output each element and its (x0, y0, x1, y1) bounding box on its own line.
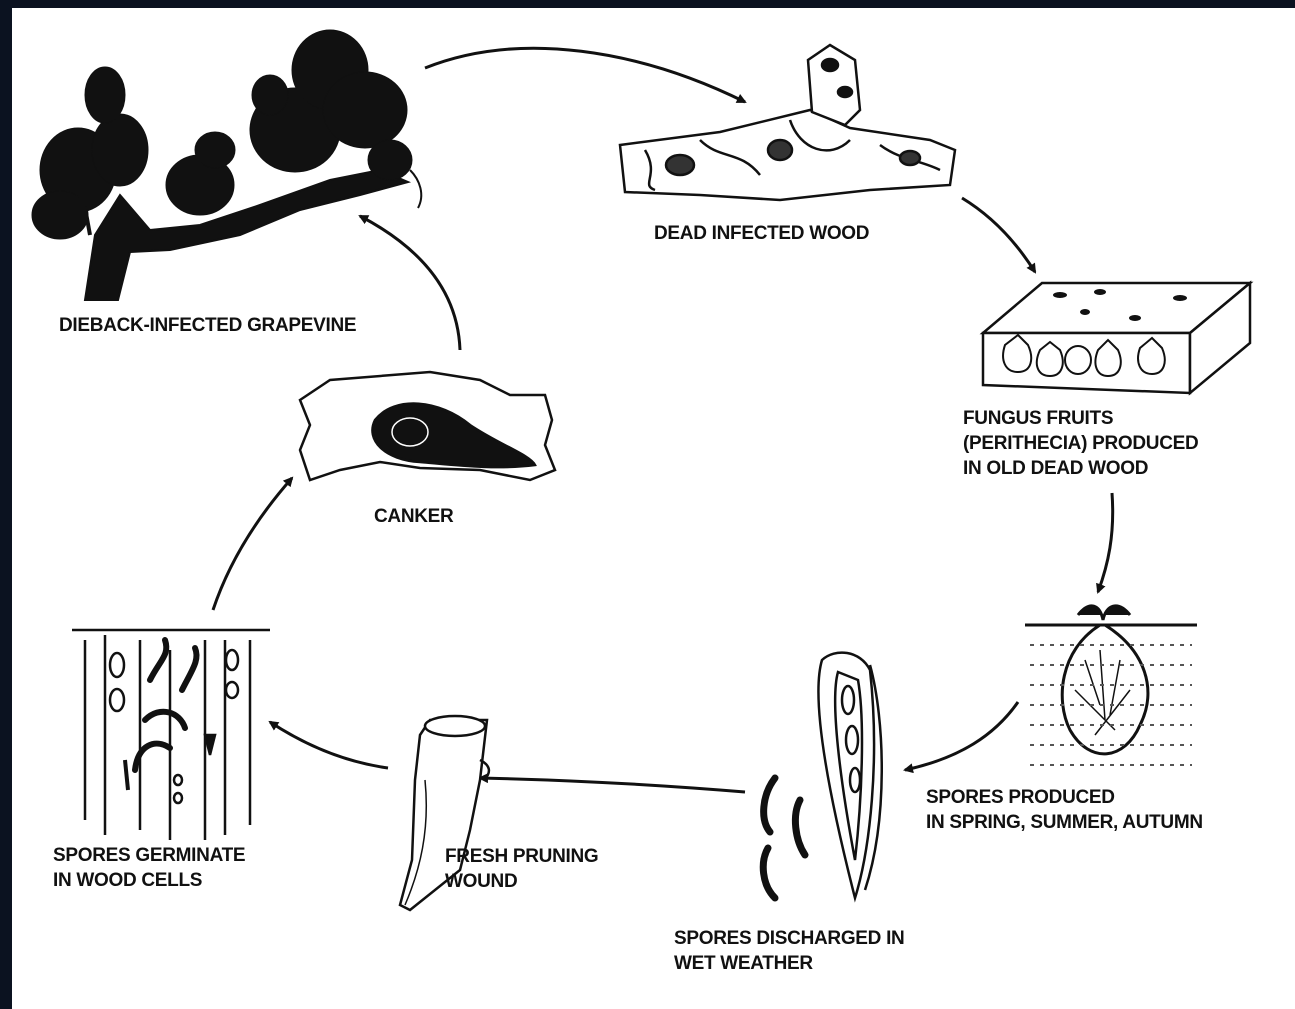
label-pruning-wound: FRESH PRUNING WOUND (445, 844, 598, 894)
ascus-illustration (763, 653, 881, 898)
perithecia-block-illustration (983, 283, 1250, 393)
label-spores-discharged-line2: WET WEATHER (674, 951, 904, 976)
label-spores-produced-line1: SPORES PRODUCED (926, 785, 1203, 810)
wood-cells-illustration (72, 630, 270, 840)
label-dead-wood: DEAD INFECTED WOOD (654, 221, 869, 246)
label-pruning-wound-line1: FRESH PRUNING (445, 844, 598, 869)
arrow-spores-to-discharge (905, 702, 1018, 770)
arrow-deadwood-to-fruits (962, 198, 1035, 272)
perithecium-section-illustration (1025, 606, 1197, 765)
diagram-canvas: DIEBACK-INFECTED GRAPEVINE DEAD INFECTED… (12, 8, 1295, 1009)
label-spores-discharged: SPORES DISCHARGED IN WET WEATHER (674, 926, 904, 976)
label-fungus-fruits: FUNGUS FRUITS (PERITHECIA) PRODUCED IN O… (963, 406, 1198, 481)
canker-illustration (300, 372, 555, 480)
label-fungus-fruits-line2: (PERITHECIA) PRODUCED (963, 431, 1198, 456)
label-pruning-wound-line2: WOUND (445, 869, 598, 894)
label-fungus-fruits-line1: FUNGUS FRUITS (963, 406, 1198, 431)
label-spores-produced: SPORES PRODUCED IN SPRING, SUMMER, AUTUM… (926, 785, 1203, 835)
grapevine-illustration (32, 30, 421, 300)
label-spores-produced-line2: IN SPRING, SUMMER, AUTUMN (926, 810, 1203, 835)
arrow-grapevine-to-deadwood (425, 48, 745, 102)
arrow-canker-to-grapevine (360, 216, 460, 350)
label-canker: CANKER (374, 504, 453, 529)
arrow-germinate-to-canker (213, 478, 292, 610)
label-fungus-fruits-line3: IN OLD DEAD WOOD (963, 456, 1198, 481)
label-spores-germinate-line2: IN WOOD CELLS (53, 868, 245, 893)
label-spores-germinate-line1: SPORES GERMINATE (53, 843, 245, 868)
arrow-fruits-to-spores (1098, 493, 1113, 592)
dead-wood-illustration (620, 45, 955, 200)
arrow-discharge-to-wound (480, 778, 745, 792)
label-grapevine: DIEBACK-INFECTED GRAPEVINE (59, 313, 356, 338)
label-spores-germinate: SPORES GERMINATE IN WOOD CELLS (53, 843, 245, 893)
label-spores-discharged-line1: SPORES DISCHARGED IN (674, 926, 904, 951)
arrow-wound-to-germinate (270, 722, 388, 768)
